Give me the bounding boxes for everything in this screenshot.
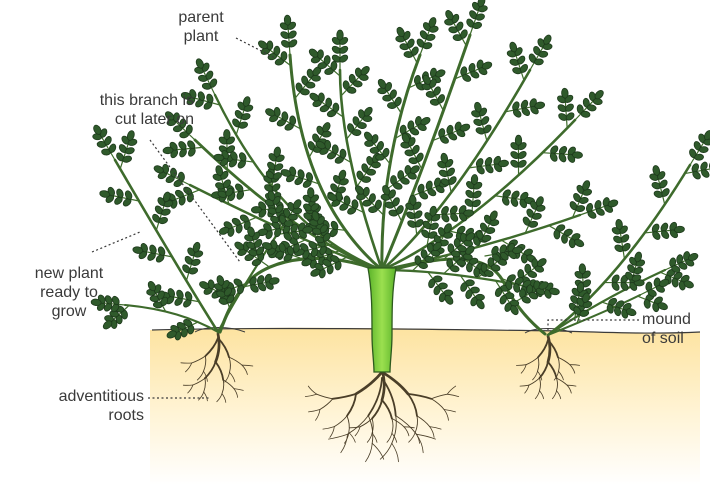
leaf xyxy=(375,199,383,209)
label-mound-of-soil-line2: of soil xyxy=(642,329,708,348)
leaf xyxy=(148,244,157,255)
leaf xyxy=(491,264,501,272)
label-new-plant-line3: grow xyxy=(14,302,124,321)
label-parent-plant-line1: parent xyxy=(166,8,236,27)
leaf xyxy=(459,282,468,293)
leaf xyxy=(330,61,337,71)
label-new-plant: new plant ready to grow xyxy=(14,264,124,321)
leaf xyxy=(274,46,280,55)
leaf xyxy=(450,265,460,273)
leaf xyxy=(307,188,314,198)
leaf xyxy=(561,88,568,98)
leaf xyxy=(465,289,474,300)
leaf xyxy=(382,148,390,158)
leaves xyxy=(91,0,710,340)
leaf xyxy=(427,278,435,288)
leaf xyxy=(284,15,291,25)
label-adventitious-roots-line1: adventitious xyxy=(20,387,144,406)
label-parent-plant: parent plant xyxy=(166,8,236,46)
leaf xyxy=(197,91,206,102)
leaf xyxy=(471,174,478,184)
label-branch-cut: this branch is cut later on xyxy=(62,91,194,129)
label-adventitious-roots: adventitious roots xyxy=(20,387,144,425)
leaf xyxy=(157,246,166,257)
leaf xyxy=(527,270,537,278)
label-new-plant-line2: ready to xyxy=(14,283,124,302)
leaf xyxy=(554,230,561,239)
leaf xyxy=(347,87,357,94)
label-branch-cut-line2: cut later on xyxy=(62,110,194,129)
leaf xyxy=(289,116,296,126)
leaf xyxy=(362,176,371,182)
leaf xyxy=(224,129,231,139)
leaf xyxy=(324,55,331,65)
leaf xyxy=(587,104,597,111)
label-branch-cut-line1: this branch is xyxy=(62,91,194,110)
leaf xyxy=(521,254,528,263)
leaf xyxy=(318,93,324,102)
leaf xyxy=(466,263,472,272)
leaf xyxy=(464,210,474,217)
leaf xyxy=(332,144,339,153)
leaf xyxy=(572,151,582,158)
branch xyxy=(340,70,382,270)
label-new-plant-line1: new plant xyxy=(14,264,124,283)
leaf xyxy=(371,162,380,168)
leaf xyxy=(326,98,332,107)
leaf xyxy=(267,41,273,50)
label-mound-of-soil: mound of soil xyxy=(642,310,708,348)
leaf xyxy=(281,111,288,121)
leaf xyxy=(206,93,215,104)
leaf xyxy=(433,285,441,295)
leaf xyxy=(515,135,522,145)
leaf xyxy=(579,264,586,274)
leaf xyxy=(340,149,347,158)
label-parent-plant-line2: plant xyxy=(166,27,236,46)
leaf xyxy=(352,129,361,135)
leaf xyxy=(367,169,376,175)
leaf xyxy=(306,82,315,89)
leaf xyxy=(337,30,344,40)
leaf xyxy=(474,268,480,277)
leaf xyxy=(357,122,366,128)
leaf xyxy=(534,58,544,65)
leaf xyxy=(539,51,549,58)
soil-region xyxy=(150,328,700,485)
leaf xyxy=(376,141,384,151)
leaf xyxy=(694,154,703,161)
leaf xyxy=(284,220,293,226)
label-adventitious-roots-line2: roots xyxy=(20,406,144,425)
leaf xyxy=(300,89,309,96)
leaf xyxy=(281,51,287,60)
leaf xyxy=(581,111,591,118)
leaf xyxy=(353,80,363,87)
leaf xyxy=(333,103,339,112)
leaf xyxy=(288,214,297,220)
leaf xyxy=(561,234,568,243)
layered-branch-left xyxy=(220,258,382,332)
leaf xyxy=(251,206,261,213)
leaf xyxy=(633,266,644,275)
label-mound-of-soil-line1: mound xyxy=(642,310,708,329)
leaf xyxy=(699,146,708,153)
leaf xyxy=(369,193,377,203)
leaf xyxy=(115,188,124,199)
